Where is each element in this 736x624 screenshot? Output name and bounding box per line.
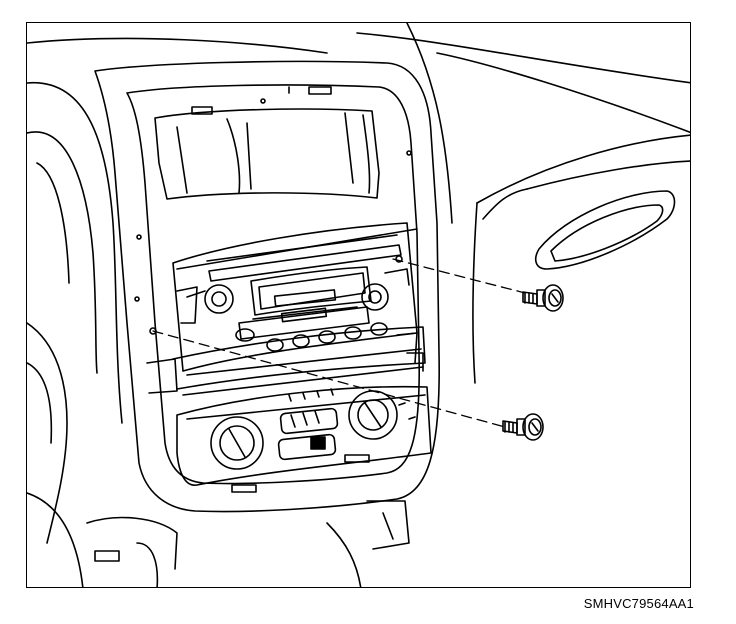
upper-pocket xyxy=(154,86,380,200)
bezel-bottom-details xyxy=(27,454,410,587)
leader-lines xyxy=(152,258,526,428)
figure-reference-code: SMHVC79564AA1 xyxy=(583,596,694,611)
knob-icon xyxy=(204,284,234,314)
illustration-frame xyxy=(26,22,691,588)
center-bezel xyxy=(94,60,440,513)
radio-unit xyxy=(172,222,418,372)
climate-control-panel xyxy=(176,385,432,486)
dashboard-illustration xyxy=(27,23,690,587)
dashboard-left-contour xyxy=(27,37,328,544)
mounting-holes xyxy=(134,150,412,335)
glove-box-handle xyxy=(534,190,676,270)
dashboard-top-contour xyxy=(356,23,690,224)
passenger-dash xyxy=(472,134,690,384)
radio-shelf xyxy=(146,326,426,396)
knob-icon xyxy=(361,283,389,311)
screw-icon xyxy=(522,284,564,312)
upper-screw xyxy=(522,284,564,312)
screw-icon xyxy=(502,413,544,441)
knob-icon xyxy=(210,416,264,470)
lower-screw xyxy=(502,413,544,441)
